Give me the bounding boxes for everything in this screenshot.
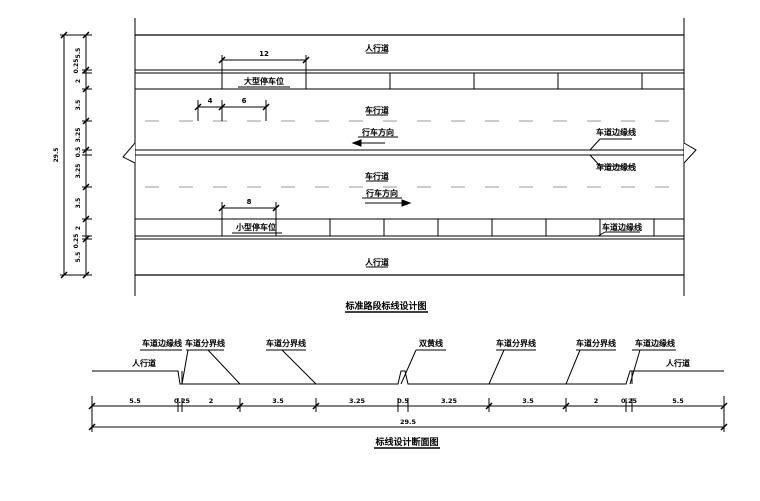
left-dim-9: 2 <box>75 226 82 230</box>
section-dim-6: 0.5 <box>397 397 409 405</box>
section-dim-1: 5.5 <box>129 397 141 405</box>
label-underlines <box>232 52 402 268</box>
direction-upper-label: 行车方向 <box>361 127 394 137</box>
left-dim-2: 0.25 <box>73 59 80 74</box>
section-dim-4: 3.5 <box>272 397 284 405</box>
section-dimension-chain <box>88 396 728 432</box>
left-dim-7: 3.25 <box>75 164 82 179</box>
small-parking-stalls <box>221 219 655 236</box>
left-dim-5: 3.25 <box>75 128 82 143</box>
large-parking-stalls <box>221 73 643 89</box>
section-double-yellow-label: 双黄线 <box>419 338 443 348</box>
dim-label-12: 12 <box>259 50 269 58</box>
left-dim-total: 29.5 <box>53 148 60 163</box>
section-divider-4-label: 车道分界线 <box>576 338 616 348</box>
section-dim-9: 2 <box>594 397 599 405</box>
section-dim-10: 0.25 <box>621 397 638 405</box>
section-dim-2: 0.25 <box>174 397 191 405</box>
break-symbol-right <box>683 142 697 164</box>
left-dim-6: 0.5 <box>75 147 82 158</box>
break-symbol-left <box>122 142 136 164</box>
direction-arrow-left <box>351 139 385 147</box>
left-dim-10: 0.25 <box>73 234 80 249</box>
section-dim-11: 5.5 <box>672 397 684 405</box>
section-sidewalk-right-label: 人行道 <box>666 358 690 368</box>
left-dim-4: 3.5 <box>75 100 82 111</box>
lane-lower-label: 车行道 <box>365 171 389 181</box>
dim-label-6: 6 <box>242 97 247 105</box>
sidewalk-top-label: 人行道 <box>365 43 389 53</box>
section-divider-3-label: 车道分界线 <box>496 338 536 348</box>
section-leaders <box>140 349 676 385</box>
cross-section-profile <box>92 370 724 385</box>
left-dim-8: 3.5 <box>75 198 82 209</box>
sidewalk-bottom-label: 人行道 <box>365 257 389 267</box>
dim-label-4: 4 <box>208 97 213 105</box>
large-parking-label: 大型停车位 <box>244 76 284 86</box>
edge-line-label-a: 车道边缘线 <box>596 127 636 137</box>
plan-road-outline <box>134 18 685 296</box>
dim-label-8: 8 <box>247 198 252 206</box>
edge-line-label-c: 车道边缘线 <box>602 222 642 232</box>
edge-line-leaders <box>589 138 640 237</box>
left-dimension-chain <box>60 31 92 279</box>
dim-gap-and-width <box>194 100 270 121</box>
dim-small-stall <box>218 202 280 219</box>
plan-title: 标准路段标线设计图 <box>344 300 426 312</box>
section-edge-left-label: 车道边缘线 <box>142 338 182 348</box>
left-dim-1: 5.5 <box>75 48 82 59</box>
lane-upper-label: 车行道 <box>365 105 389 115</box>
section-dim-7: 3.25 <box>441 397 458 405</box>
section-dim-8: 3.5 <box>522 397 534 405</box>
dim-large-stall <box>218 55 310 73</box>
direction-lower-label: 行车方向 <box>365 188 398 198</box>
section-sidewalk-left-label: 人行道 <box>132 358 156 368</box>
direction-arrow-right <box>365 199 412 207</box>
section-dim-5: 3.25 <box>349 397 366 405</box>
section-divider-2-label: 车道分界线 <box>266 338 306 348</box>
lane-divider-dashed <box>145 120 680 188</box>
left-dim-11: 5.5 <box>75 252 82 263</box>
section-title: 标线设计断面图 <box>374 436 438 448</box>
section-edge-right-label: 车道边缘线 <box>635 338 675 348</box>
edge-line-label-b: 车道边缘线 <box>596 162 636 172</box>
small-parking-label: 小型停车位 <box>235 222 276 232</box>
left-dim-3: 2 <box>75 79 82 83</box>
section-dim-total: 29.5 <box>400 418 417 426</box>
section-divider-1-label: 车道分界线 <box>185 338 225 348</box>
section-dim-3: 2 <box>209 397 214 405</box>
